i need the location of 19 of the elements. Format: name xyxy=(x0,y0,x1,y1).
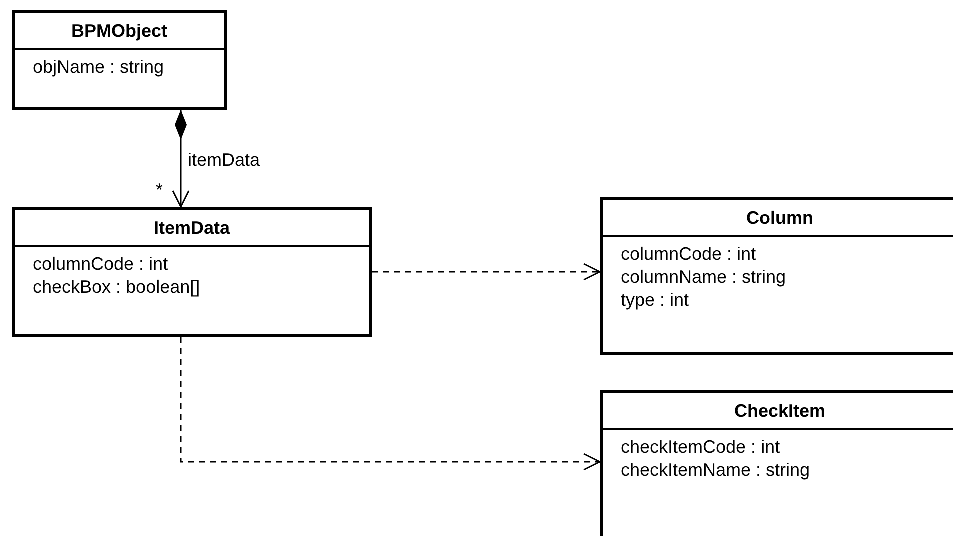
class-box xyxy=(12,207,372,337)
dependency-arrow xyxy=(372,263,601,281)
attribute-text: columnName : string xyxy=(621,266,786,289)
class-box xyxy=(600,390,953,536)
class-box xyxy=(12,10,227,110)
class-name: CheckItem xyxy=(734,401,826,421)
attribute-text: columnCode : int xyxy=(33,253,168,276)
class-name: Column xyxy=(746,208,814,228)
class-name: BPMObject xyxy=(71,21,168,41)
attribute-text: checkBox : boolean[] xyxy=(33,276,200,299)
attribute-text: checkItemName : string xyxy=(621,459,810,482)
attribute-text: checkItemCode : int xyxy=(621,436,780,459)
attribute-text: columnCode : int xyxy=(621,243,756,266)
class-box xyxy=(600,197,953,355)
attribute-text: objName : string xyxy=(33,56,164,79)
class-name: ItemData xyxy=(154,218,230,238)
composition-arrow xyxy=(172,110,190,208)
dependency-arrow xyxy=(180,337,601,471)
attribute-text: type : int xyxy=(621,289,690,312)
